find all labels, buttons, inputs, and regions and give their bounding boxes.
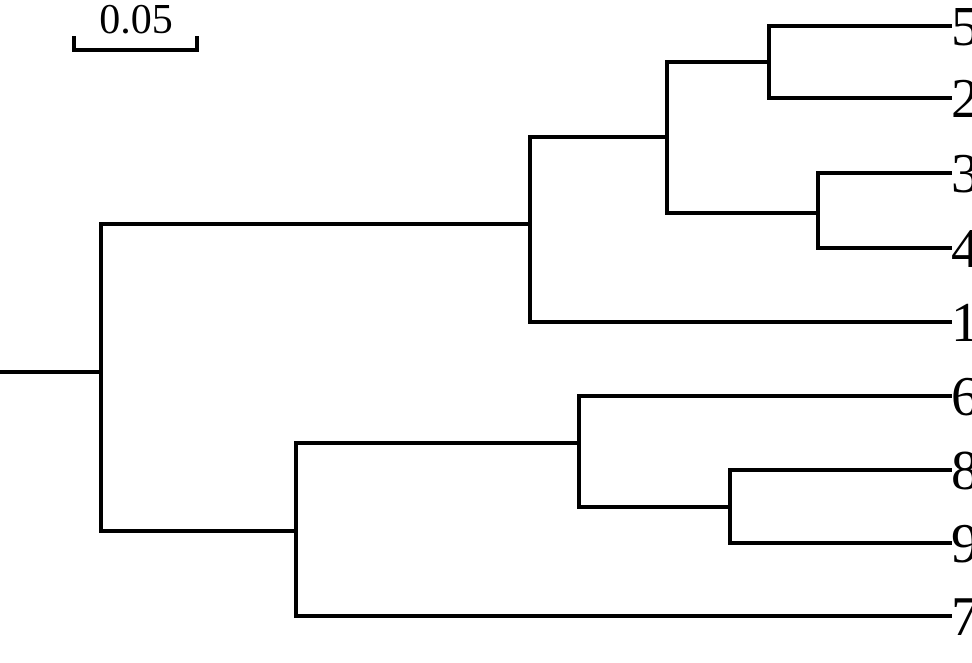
leaf-label-6: 6 <box>951 366 972 428</box>
leaf-label-1: 1 <box>951 292 972 354</box>
leaf-label-5: 5 <box>951 0 972 58</box>
leaf-labels: 5 2 3 4 1 6 8 9 7 <box>951 0 972 648</box>
leaf-label-4: 4 <box>951 218 972 280</box>
leaf-label-8: 8 <box>951 440 972 502</box>
scale-bar: 0.05 <box>72 0 199 52</box>
leaf-label-9: 9 <box>951 513 972 575</box>
scale-bar-label: 0.05 <box>99 0 173 43</box>
leaf-label-7: 7 <box>951 586 972 648</box>
tree-branches <box>0 24 952 618</box>
leaf-label-2: 2 <box>951 68 972 130</box>
leaf-label-3: 3 <box>951 143 972 205</box>
